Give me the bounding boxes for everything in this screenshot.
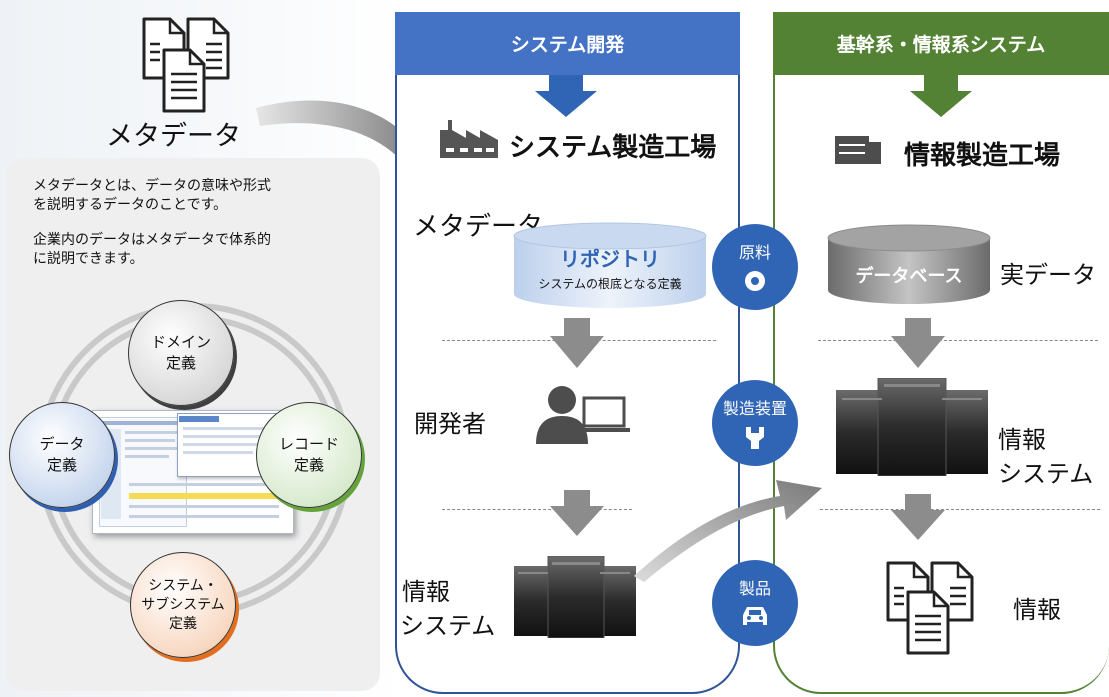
note-line-2: を説明するデータのことです。 (33, 197, 228, 213)
data-line-2: 定義 (46, 456, 77, 474)
equipment-label: 製造装置 (722, 399, 787, 418)
dev-divider-2 (442, 509, 632, 510)
down-arrow-grey (550, 318, 604, 368)
system-line-1: システム・ (148, 577, 218, 594)
dev-info-system-line-1: 情報 (402, 578, 450, 606)
core-divider-1 (818, 340, 1098, 341)
info-factory-title: 情報製造工場 (904, 141, 1061, 171)
tape-roll-icon (745, 271, 765, 291)
information-documents-icon (886, 561, 974, 655)
database-cylinder (827, 224, 991, 304)
equipment-circle: 製造装置 (712, 380, 798, 466)
metadata-label: メタデータ (106, 121, 241, 152)
record-definition-circle: レコード定義 (256, 402, 362, 508)
real-data-label: 実データ (1000, 261, 1096, 289)
domain-line-2: 定義 (165, 354, 196, 372)
car-icon (743, 607, 767, 625)
database-label: データベース (855, 266, 963, 287)
core-system-header: 基幹系・情報系システム (773, 12, 1109, 75)
system-development-header: システム開発 (395, 12, 740, 75)
wrench-icon (746, 427, 764, 449)
system-definition-circle: システム・サブシステム定義 (130, 552, 236, 658)
down-arrow-green (910, 75, 972, 117)
down-arrow-blue (535, 75, 597, 117)
core-info-system-line-2: システム (998, 460, 1094, 488)
down-arrow-grey-2 (550, 490, 604, 536)
domain-definition-circle: ドメイン定義 (128, 300, 234, 406)
information-system-servers (514, 556, 636, 638)
developer-label: 開発者 (414, 410, 486, 438)
note-line-3: 企業内のデータはメタデータで体系的 (33, 232, 271, 248)
down-arrow-grey-3 (891, 318, 945, 368)
system-factory-title: システム製造工場 (509, 133, 717, 163)
system-line-3: 定義 (169, 615, 197, 632)
building-icon (835, 136, 881, 164)
note-line-1: メタデータとは、データの意味や形式 (33, 178, 271, 194)
dev-info-system-line-2: システム (400, 612, 496, 640)
down-arrow-grey-4 (891, 494, 945, 540)
repository-cylinder (513, 222, 707, 308)
core-information-system-servers (836, 378, 988, 476)
repository-screenshot-thumbnail (92, 410, 294, 534)
data-definition-circle: データ定義 (9, 402, 115, 508)
information-label: 情報 (1013, 596, 1061, 624)
product-circle: 製品 (712, 560, 798, 646)
domain-line-1: ドメイン (150, 333, 211, 351)
system-transfer-arrow (634, 480, 822, 582)
note-line-4: に説明できます。 (33, 251, 144, 267)
factory-icon (440, 120, 498, 158)
product-label: 製品 (738, 579, 771, 598)
raw-material-label: 原料 (738, 243, 771, 262)
record-line-2: 定義 (293, 456, 324, 474)
repository-subtitle: システムの根底となる定義 (538, 277, 682, 291)
metadata-documents-icon (142, 17, 230, 113)
raw-material-circle: 原料 (712, 224, 798, 310)
core-info-system-line-1: 情報 (998, 426, 1046, 454)
system-line-2: サブシステム (141, 596, 225, 613)
data-line-1: データ (39, 435, 85, 453)
developer-icon (536, 386, 630, 444)
core-divider-2 (820, 509, 1100, 510)
core-system-column (773, 12, 1109, 694)
record-line-1: レコード (278, 435, 339, 453)
repository-title: リポジトリ (560, 247, 660, 271)
